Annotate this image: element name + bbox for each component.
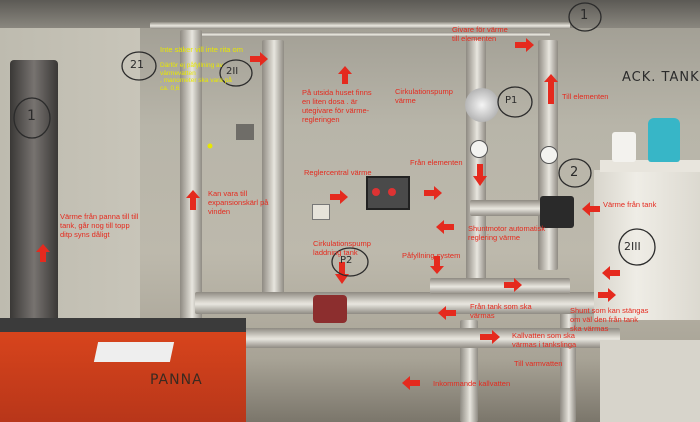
circle-p2 — [331, 247, 369, 277]
ceiling-pipe — [150, 22, 570, 29]
hand-label-panna: PANNA — [150, 372, 203, 388]
hand-label-p1: P1 — [505, 95, 518, 106]
arrow-up-icon — [36, 244, 50, 262]
gauge-left — [470, 140, 488, 158]
arrow-down-icon — [473, 164, 487, 186]
pipe-horizontal-d — [430, 278, 570, 294]
note-cirk-laddning: Cirkulationspump laddning tank — [313, 239, 371, 257]
circle-1-right — [568, 2, 602, 32]
pipe-vertical-b — [262, 40, 284, 300]
arrow-right-icon — [598, 288, 616, 302]
hand-label-1-right: 1 — [580, 8, 589, 23]
boiler-top — [0, 318, 246, 332]
soap-bottle — [648, 118, 680, 162]
ceiling-pipe-2 — [200, 32, 550, 37]
arrow-right-icon — [424, 186, 442, 200]
note-shunt-right: Shunt som kan stängas om väl den från ta… — [570, 306, 649, 333]
arrow-right-icon — [250, 52, 268, 66]
arrow-right-icon — [330, 190, 348, 204]
note-inkommande: Inkommande kallvatten — [433, 379, 511, 388]
circle-21-b — [219, 59, 253, 87]
circle-2III — [618, 228, 656, 266]
control-dial-2 — [388, 188, 396, 196]
note-fran-tank: Från tank som ska värmas — [470, 302, 532, 320]
arrow-left-icon — [602, 266, 620, 280]
pump-p2 — [313, 295, 347, 323]
hand-label-ack-tank: ACK. TANK — [622, 70, 700, 85]
pipe-vertical-a — [180, 30, 202, 320]
small-box — [312, 204, 330, 220]
note-varme-tank: Värme från tank — [603, 200, 657, 209]
circle-1-left — [13, 97, 51, 139]
arrow-right-icon — [480, 330, 500, 344]
hand-label-2: 2 — [570, 165, 579, 180]
note-varme-panna: Värme från panna till till tank, går nog… — [60, 212, 139, 239]
control-dial-1 — [372, 188, 380, 196]
gauge-right — [540, 146, 558, 164]
pipe-horizontal-a — [195, 292, 615, 314]
note-shuntmotor: Shuntmotor automatisk reglering värme — [468, 224, 546, 242]
floor-area — [600, 340, 700, 422]
note-till-varmvatten: Till varmvatten — [514, 359, 563, 368]
hand-label-p2: P2 — [340, 255, 353, 266]
cup — [612, 132, 636, 162]
arrow-left-icon — [436, 220, 454, 234]
note-givare: Givare för värme till elementen — [452, 25, 508, 43]
circle-21-a — [121, 51, 157, 81]
arrow-up-icon — [186, 190, 200, 210]
shelf — [600, 160, 700, 172]
shunt-motor — [540, 196, 574, 228]
flue-pipe — [10, 60, 58, 360]
hand-label-21-b: 2II — [226, 66, 239, 77]
arrow-down-icon — [430, 256, 444, 274]
note-expansion: Kan vara till expansionskärl på vinden — [208, 189, 269, 216]
note-reglercentral: Reglercentral värme — [304, 168, 372, 177]
circle-2 — [558, 158, 592, 188]
note-kallvatten-tank: Kallvatten som ska värmas i tankslinga — [512, 331, 577, 349]
arrow-right-icon — [504, 278, 522, 292]
note-pa-utsida: På utsida huset finns en liten dosa . är… — [302, 88, 372, 124]
note-yellow-1: Inte säker vill inte rita om — [160, 45, 243, 54]
circle-p1 — [497, 86, 533, 118]
note-fran-element: Från elementen — [410, 158, 463, 167]
note-pafyllning: Påfyllning system — [402, 251, 461, 260]
arrow-up-icon — [338, 66, 352, 84]
arrow-up-icon — [544, 74, 558, 104]
hand-label-1-left: 1 — [27, 108, 36, 124]
hand-label-21-a: 21 — [130, 58, 144, 71]
arrow-left-icon — [402, 376, 420, 390]
yellow-dot — [207, 143, 213, 149]
arrow-left-icon — [582, 202, 600, 216]
note-cirk-varme: Cirkulationspump värme — [395, 87, 453, 105]
pump-p1 — [465, 88, 499, 122]
note-yellow-2: Därför ej påfyllning av värmevatten , ma… — [160, 62, 232, 92]
junction-box — [236, 124, 254, 140]
arrow-left-icon — [438, 306, 456, 320]
hand-label-2III: 2III — [624, 240, 641, 253]
arrow-right-icon — [515, 38, 534, 52]
note-till-element: Till elementen — [562, 92, 609, 101]
pipe-horizontal-b — [240, 328, 620, 348]
arrow-down-icon — [335, 262, 349, 284]
